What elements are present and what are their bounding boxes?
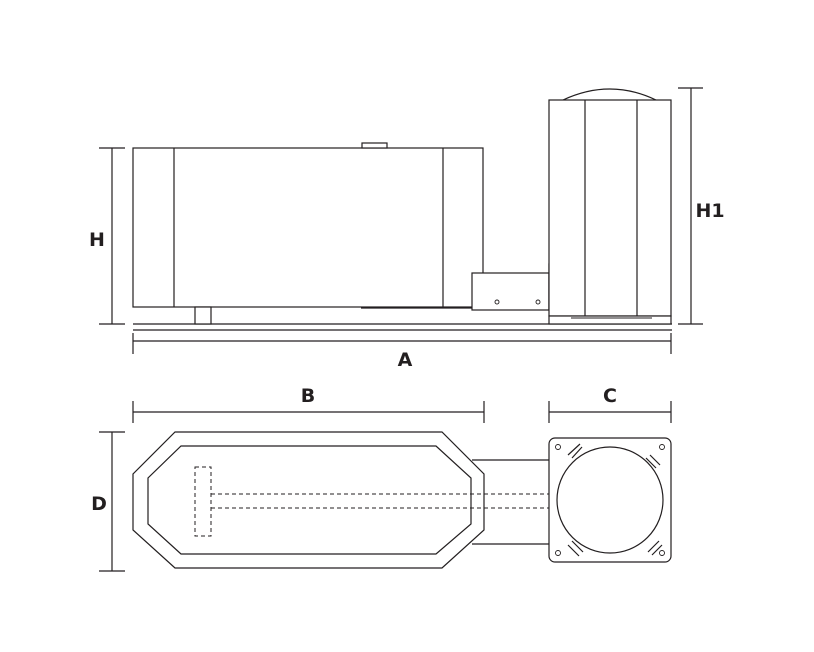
label-b: B	[301, 385, 315, 407]
tank-top-outline	[132, 431, 485, 569]
dimension-b	[132, 401, 485, 423]
bolt-circle	[555, 550, 561, 556]
dimension-c	[548, 401, 672, 423]
bolt-circle	[659, 550, 665, 556]
internal-bracket	[194, 466, 212, 537]
dimension-h	[99, 147, 125, 325]
label-c: C	[603, 385, 617, 407]
bolt-circle	[494, 299, 500, 305]
tank-body	[132, 142, 484, 325]
label-h1: H1	[695, 200, 724, 222]
tank-support-leg	[194, 306, 212, 325]
cylinder-top-flange	[548, 437, 672, 563]
label-a: A	[398, 349, 413, 371]
cylinder-dome	[562, 88, 657, 101]
top-view	[99, 401, 672, 572]
dimension-h1	[678, 87, 703, 325]
internal-pipe-hidden	[194, 466, 549, 537]
cylinder-foot	[548, 315, 672, 325]
bolt-circle	[555, 444, 561, 450]
bolt-circle	[535, 299, 541, 305]
bolt-circle	[659, 444, 665, 450]
cylinder-top-circle	[556, 446, 664, 554]
label-h: H	[89, 229, 105, 251]
tank-cap	[361, 142, 388, 149]
connecting-pipe	[472, 459, 549, 545]
label-d: D	[91, 493, 107, 515]
cylinder-unit	[548, 88, 672, 325]
dimension-a	[132, 333, 672, 354]
side-view	[99, 87, 703, 354]
dimension-d	[99, 431, 125, 572]
base-rail	[133, 323, 672, 331]
